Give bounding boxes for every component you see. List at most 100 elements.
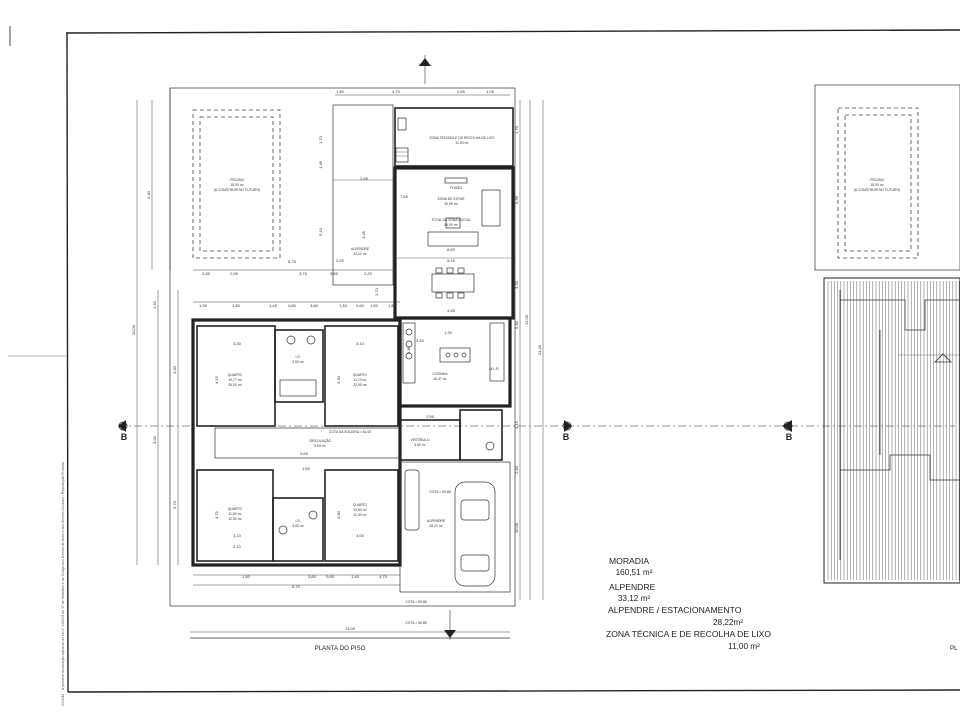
svg-text:0,65: 0,65 xyxy=(457,89,466,94)
room-inner-dimensions: 3,30 3,10 4,15 3,30 3,10 4,75 3,80 2,10 … xyxy=(214,135,456,549)
svg-text:3,80: 3,80 xyxy=(406,345,411,354)
svg-text:3,45: 3,45 xyxy=(361,230,366,239)
section-marker-mid: B xyxy=(562,420,572,442)
quarto3-extra: 12,50 m² xyxy=(228,517,242,521)
pool-row-dimensions: 2,85 2,95 8,75 3,75 2,20 3,65 xyxy=(202,259,373,276)
alpendre-top-area: 33,12 m² xyxy=(353,252,367,256)
svg-text:2,50: 2,50 xyxy=(514,465,519,474)
circulacao-area: 9,64 m² xyxy=(314,444,326,448)
svg-text:8,75: 8,75 xyxy=(288,259,297,264)
alpendre-top xyxy=(332,104,394,286)
svg-text:4,45: 4,45 xyxy=(447,308,456,313)
svg-text:6,60: 6,60 xyxy=(447,247,456,252)
svg-text:B: B xyxy=(786,432,793,442)
svg-text:4,75: 4,75 xyxy=(214,510,219,519)
alpendre-top-name: ALPENDRE xyxy=(351,247,370,251)
svg-text:1,30: 1,30 xyxy=(444,330,453,335)
svg-text:13,00: 13,00 xyxy=(345,626,356,631)
svg-text:3,30: 3,30 xyxy=(514,280,519,289)
sheet-border-bottom xyxy=(67,689,960,693)
bathtub-1 xyxy=(279,379,317,397)
svg-text:4,15: 4,15 xyxy=(214,375,219,384)
is1-name: I.S. xyxy=(295,355,300,359)
svg-text:3,00: 3,00 xyxy=(356,533,365,538)
svg-text:1,80: 1,80 xyxy=(242,574,251,579)
cota-soleira: COTA DA SOLEIRA = 61,00 xyxy=(329,430,371,434)
fireplace-label: FOGÃO xyxy=(450,185,463,190)
svg-text:5,10: 5,10 xyxy=(318,227,323,236)
svg-text:3,75: 3,75 xyxy=(299,271,308,276)
sheet-border-top xyxy=(65,29,960,34)
svg-text:0,80: 0,80 xyxy=(308,574,317,579)
quarto2-extra: 22,90 m² xyxy=(353,383,367,387)
svg-text:3,10: 3,10 xyxy=(233,533,242,538)
quarto2-name: QUARTO xyxy=(353,373,368,377)
legend-label-zona-tecnica: ZONA TÉCNICA E DE RECOLHA DE LIXO xyxy=(606,629,771,639)
dining-chairs xyxy=(435,267,465,299)
svg-text:3,65: 3,65 xyxy=(330,271,339,276)
legend-value-zona-tecnica: 11,00 m² xyxy=(728,642,760,651)
svg-text:1,40: 1,40 xyxy=(351,574,360,579)
right-pool-note: (A CONSTRUIR NO FUTURO) xyxy=(854,188,901,192)
quarto3-name: QUARTO xyxy=(228,507,243,511)
alpendre-est-name: ALPENDRE xyxy=(427,519,446,523)
svg-text:3,00: 3,00 xyxy=(152,435,157,444)
quarto-4 xyxy=(324,469,399,562)
left-vertical-dimensions: 9,40 10,00 1,50 3,00 4,40 9,70 xyxy=(131,190,177,509)
bottom-dimensions: 1,80 0,80 0,65 1,40 4,75 6,70 13,00 xyxy=(242,574,388,631)
kitchen-misc-label: M.L.R xyxy=(489,367,499,371)
svg-text:1,50: 1,50 xyxy=(152,300,157,309)
svg-text:B: B xyxy=(121,432,128,442)
svg-text:1,80: 1,80 xyxy=(336,89,345,94)
svg-text:1,85: 1,85 xyxy=(388,303,397,308)
right-pool-area: 18,00 m² xyxy=(870,183,884,187)
svg-text:1,05: 1,05 xyxy=(486,89,495,94)
is2-name: I.S. xyxy=(295,519,300,523)
svg-text:13,00: 13,00 xyxy=(524,314,529,325)
coffee-table xyxy=(445,217,461,229)
svg-text:4,70: 4,70 xyxy=(392,89,401,94)
margin-code: 2002/42 xyxy=(61,694,65,706)
svg-text:B: B xyxy=(563,432,570,442)
pool-inner xyxy=(199,116,274,252)
svg-text:1,46: 1,46 xyxy=(318,160,323,169)
legend-value-estacionamento: 28,22m² xyxy=(713,618,743,627)
section-marker-right: B xyxy=(782,420,793,442)
right-vertical-dimensions: 1,70 6,46 3,30 13,00 21,35 5,80 4,15 2,5… xyxy=(514,125,542,533)
legend-label-moradia: MORADIA xyxy=(609,556,649,566)
plan-right: PISCINA 18,00 m² (A CONSTRUIR NO FUTURO)… xyxy=(814,84,960,652)
svg-text:1,45: 1,45 xyxy=(269,303,278,308)
cozinha-name: COZINHA xyxy=(432,372,448,376)
area-legend: MORADIA 160,51 m² ALPENDRE 33,12 m² ALPE… xyxy=(606,556,771,651)
fireplace xyxy=(444,177,468,184)
svg-text:3,30: 3,30 xyxy=(233,341,242,346)
zona-estar-name: ZONA DE ESTAR xyxy=(438,197,465,201)
svg-text:7,65: 7,65 xyxy=(400,194,409,199)
quarto2-area: 11,70 m² xyxy=(353,378,367,382)
vestibulo-area: 3,60 m² xyxy=(414,443,426,447)
legend-label-alpendre: ALPENDRE xyxy=(609,582,656,592)
svg-text:3,70: 3,70 xyxy=(374,287,379,296)
sofa-bottom xyxy=(427,231,479,247)
cozinha-area: 16,47 m² xyxy=(433,377,447,381)
section-marker-top: A xyxy=(419,55,431,84)
svg-text:9,40: 9,40 xyxy=(146,190,151,199)
svg-text:1,05: 1,05 xyxy=(199,303,208,308)
sheet-border-left xyxy=(66,32,69,693)
svg-text:9,70: 9,70 xyxy=(172,500,177,509)
svg-text:3,10: 3,10 xyxy=(356,341,365,346)
mid-dimensions: 1,05 1,80 1,45 0,80 3,80 1,40 0,60 1,50 … xyxy=(199,303,397,308)
svg-text:3,30: 3,30 xyxy=(336,375,341,384)
margin-note: A presente declaração aplica-se ao Lei n… xyxy=(61,462,65,690)
alpendre-estacionamento xyxy=(399,461,511,593)
cota-parking: COTA = 60,88 xyxy=(429,490,450,494)
svg-text:0,65: 0,65 xyxy=(300,451,309,456)
kitchen-counter xyxy=(402,322,505,384)
sofa-right xyxy=(481,189,501,227)
pool-area: 18,00 m² xyxy=(230,183,244,187)
legend-label-estacionamento: ALPENDRE / ESTACIONAMENTO xyxy=(608,605,742,615)
roof-outline xyxy=(823,277,960,584)
quarto1-name: QUARTO xyxy=(228,373,243,377)
total-social-area: 44,90 m² xyxy=(444,223,458,227)
